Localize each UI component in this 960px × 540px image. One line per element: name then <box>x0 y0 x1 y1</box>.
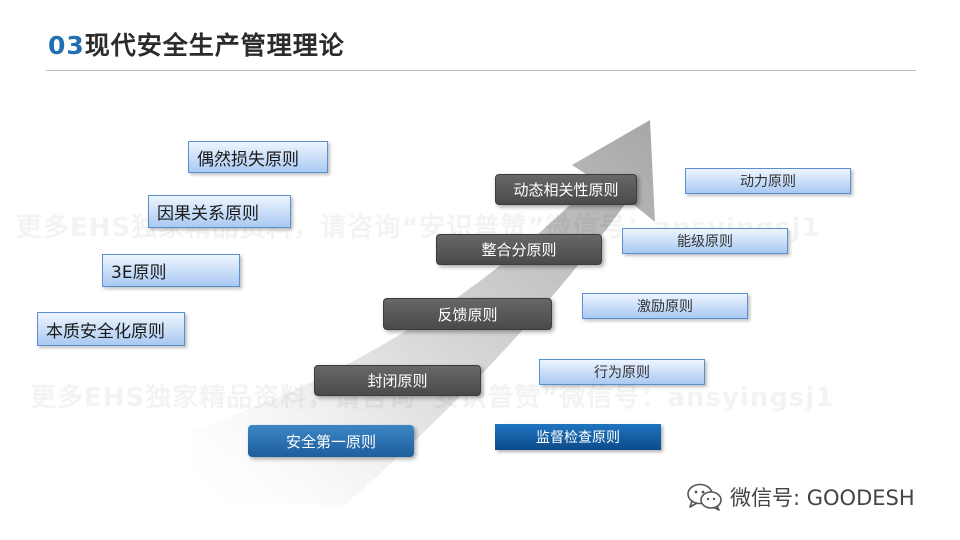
wechat-icon <box>687 483 722 511</box>
wechat-id-label: 微信号: GOODESH <box>730 486 915 510</box>
principle-motivation-force: 动力原则 <box>685 168 851 194</box>
principle-causality: 因果关系原则 <box>148 195 291 228</box>
principle-supervision-inspection: 监督检查原则 <box>495 424 661 450</box>
principle-feedback: 反馈原则 <box>383 298 552 330</box>
principle-closure: 封闭原则 <box>314 365 481 396</box>
principle-safety-first: 安全第一原则 <box>248 425 414 457</box>
title-divider <box>46 70 916 71</box>
principle-accidental-loss: 偶然损失原则 <box>188 141 328 173</box>
page-title: 03现代安全生产管理理论 <box>48 26 345 62</box>
principle-dynamic-correlation: 动态相关性原则 <box>495 174 637 205</box>
principle-3e: 3E原则 <box>102 254 240 287</box>
section-title: 现代安全生产管理理论 <box>84 31 345 60</box>
principle-integration: 整合分原则 <box>436 234 602 265</box>
principle-intrinsic-safety: 本质安全化原则 <box>37 312 185 346</box>
section-number: 03 <box>48 31 85 60</box>
principle-energy-level: 能级原则 <box>622 228 788 254</box>
principle-incentive: 激励原则 <box>582 293 748 319</box>
wechat-footer: 微信号: GOODESH <box>686 482 915 512</box>
principle-behavior: 行为原则 <box>539 359 705 385</box>
